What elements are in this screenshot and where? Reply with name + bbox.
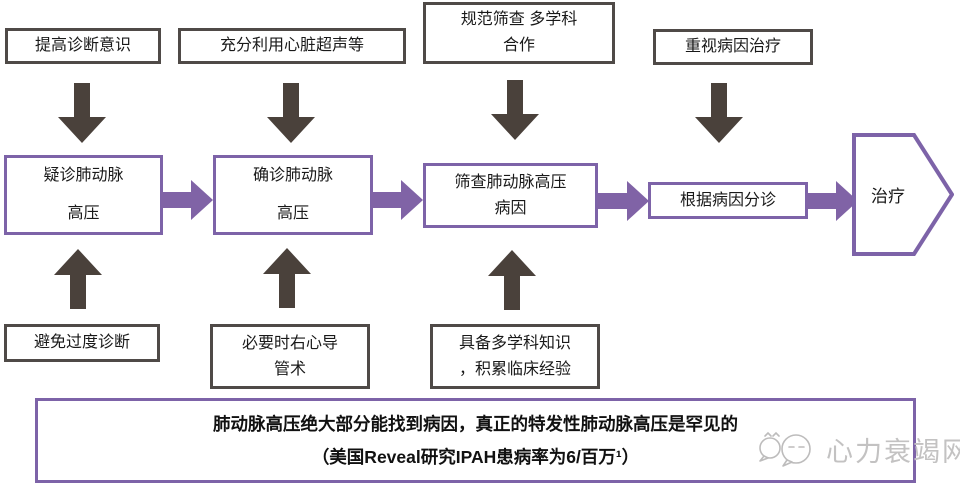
down-arrow-icon: [491, 80, 539, 140]
box-line: 疑诊肺动脉: [43, 167, 124, 185]
right-arrow-icon: [371, 180, 423, 220]
flow-box-screen-etiology: 筛查肺动脉高压 病因: [423, 163, 598, 228]
down-arrow-icon: [267, 83, 315, 143]
treatment-terminal: 治疗: [852, 133, 954, 256]
right-arrow-icon: [806, 181, 858, 221]
top-box-standard-screening: 规范筛查 多学科 合作: [423, 2, 615, 64]
banner-line-1: 肺动脉高压绝大部分能找到病因，真正的特发性肺动脉高压是罕见的: [213, 414, 738, 435]
up-arrow-icon: [54, 249, 102, 309]
bottom-box-avoid-overdiagnosis: 避免过度诊断: [4, 324, 160, 362]
box-line: 规范筛查 多学科: [460, 11, 578, 29]
top-box-etiology-treatment: 重视病因治疗: [653, 29, 813, 65]
down-arrow-icon: [58, 83, 106, 143]
box-line: 根据病因分诊: [679, 191, 776, 209]
up-arrow-icon: [263, 248, 311, 308]
up-arrow-icon: [488, 250, 536, 310]
box-line: 避免过度诊断: [33, 334, 130, 351]
flow-box-suspected-pah: 疑诊肺动脉 高压: [4, 155, 163, 235]
box-line: 具备多学科知识: [458, 334, 571, 352]
box-line: 提高诊断意识: [34, 37, 131, 54]
box-line: 合作: [502, 37, 535, 54]
flow-box-triage-by-etiology: 根据病因分诊: [648, 182, 808, 219]
summary-banner: 肺动脉高压绝大部分能找到病因，真正的特发性肺动脉高压是罕见的 （美国Reveal…: [35, 398, 916, 483]
top-box-raise-awareness: 提高诊断意识: [5, 28, 161, 64]
box-line: 病因: [494, 199, 527, 217]
box-line: 必要时右心导: [241, 334, 338, 352]
box-line: 充分利用心脏超声等: [219, 37, 364, 54]
box-line: 高压: [67, 205, 100, 222]
treatment-pentagon-shape: [852, 133, 954, 256]
banner-line-2: （美国Reveal研究IPAH患病率为6/百万¹）: [311, 446, 640, 467]
right-arrow-icon: [161, 180, 213, 220]
box-line: 确诊肺动脉: [252, 167, 333, 185]
right-arrow-icon: [597, 181, 649, 221]
flow-box-confirmed-pah: 确诊肺动脉 高压: [213, 155, 373, 235]
box-line: 筛查肺动脉高压: [454, 173, 567, 191]
box-line: ，积累临床经验: [458, 360, 571, 378]
down-arrow-icon: [695, 83, 743, 143]
box-line: 重视病因治疗: [684, 38, 781, 55]
box-line: 高压: [276, 205, 309, 222]
terminal-label: 治疗: [871, 187, 905, 206]
box-line: 管术: [273, 360, 306, 378]
bottom-box-right-heart-cath: 必要时右心导 管术: [210, 324, 370, 389]
top-box-echo-use: 充分利用心脏超声等: [178, 28, 406, 64]
bottom-box-multidisciplinary-knowledge: 具备多学科知识 ，积累临床经验: [430, 324, 600, 389]
